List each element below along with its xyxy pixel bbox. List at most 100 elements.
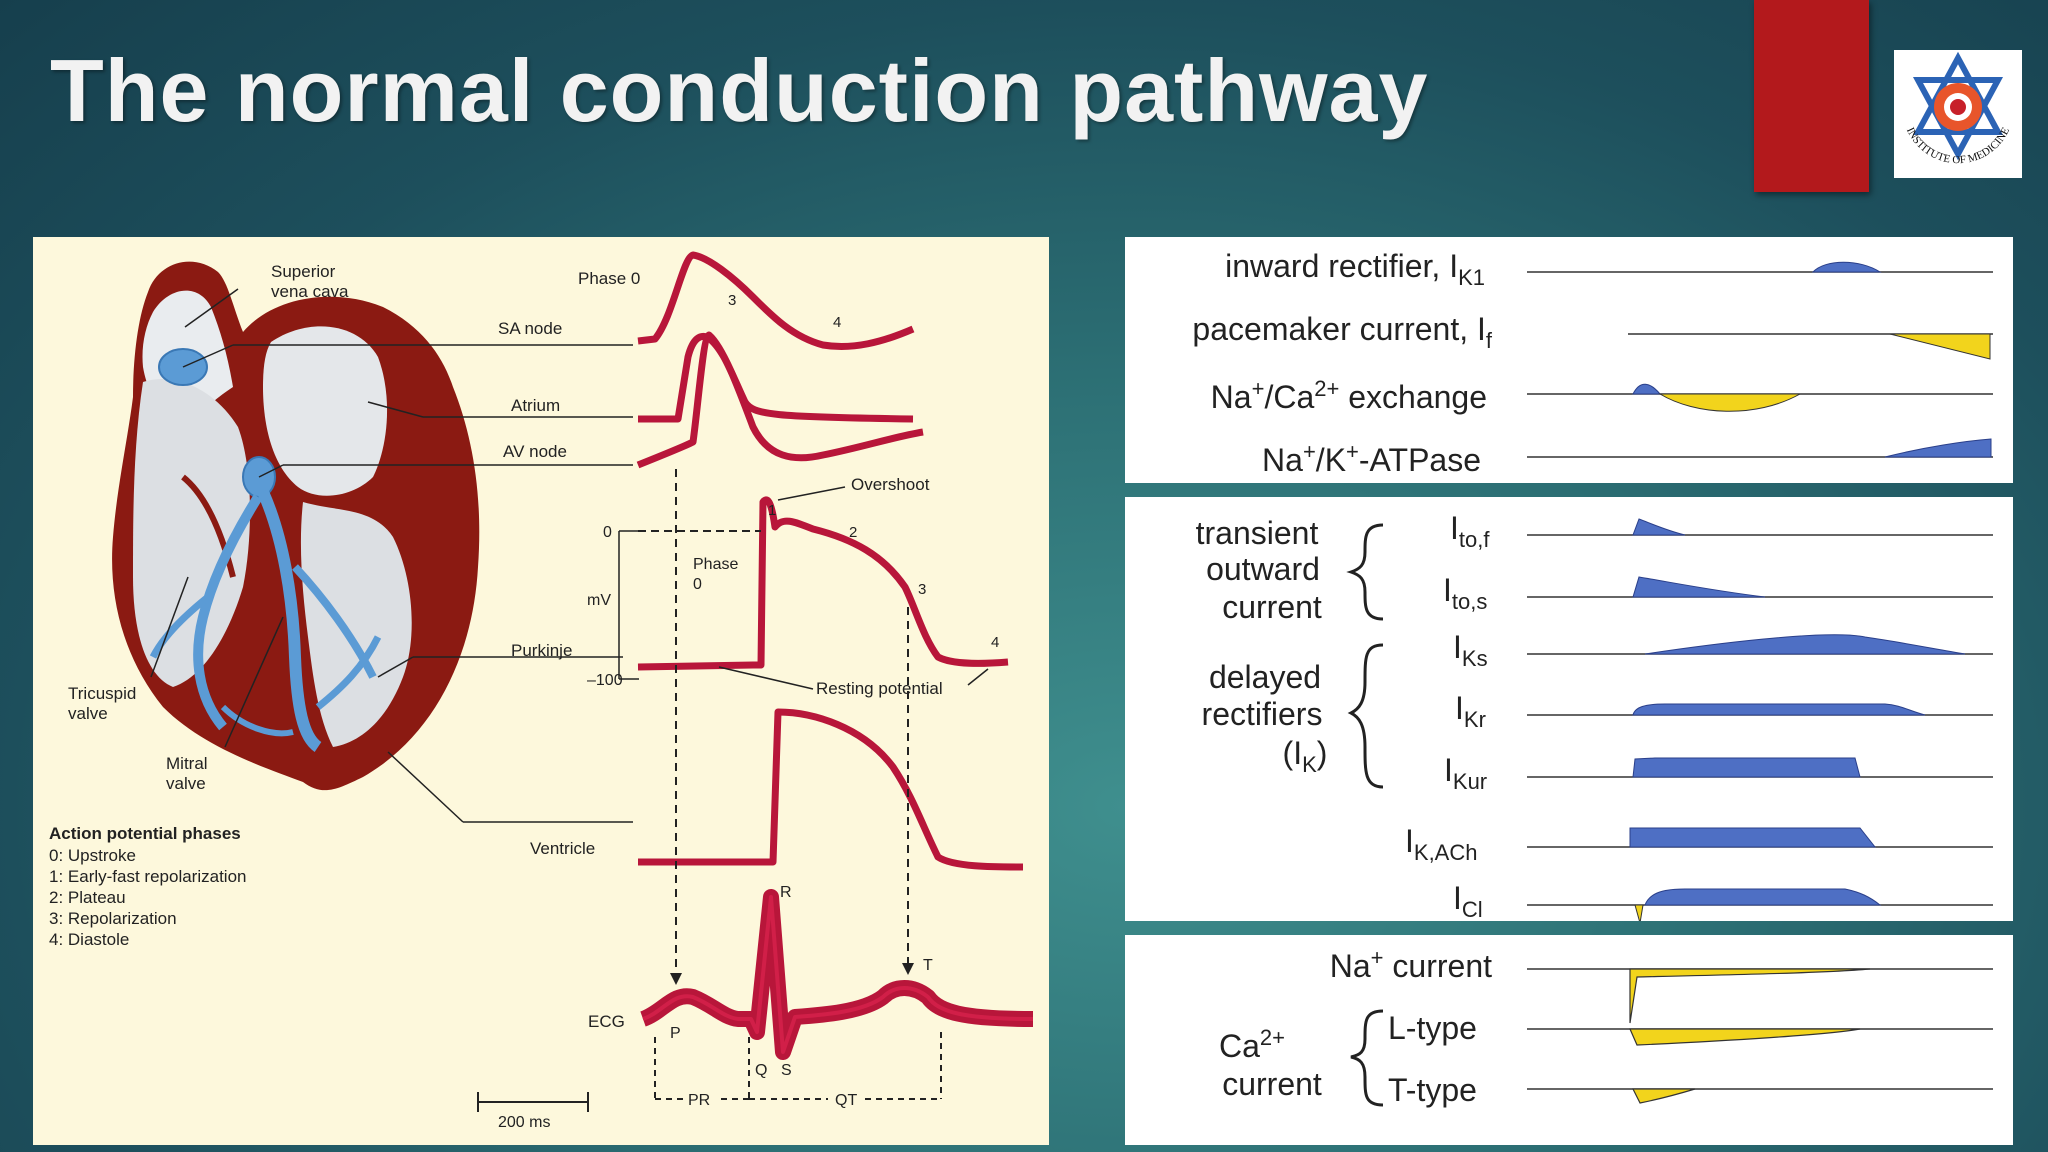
label-ikach: IK,ACh: [1405, 823, 1477, 865]
ito-s-waveform: [1632, 576, 1766, 598]
ikr-waveform: [1632, 703, 1926, 716]
l-type-waveform: [1629, 1028, 1861, 1046]
label-av-node: AV node: [503, 442, 567, 461]
legend-item-4: 4: Diastole: [49, 930, 129, 949]
nak-waveform: [1884, 438, 1992, 458]
label-l-type: L-type: [1388, 1010, 1477, 1046]
label-ca-current-1: Ca2+: [1219, 1025, 1285, 1064]
legend-item-2: 2: Plateau: [49, 888, 126, 907]
label-ecg: ECG: [588, 1012, 625, 1031]
ventricle-trace: [638, 708, 1024, 871]
red-accent-tab: [1754, 0, 1869, 192]
label-ncx: Na+/Ca2+ exchange: [1211, 376, 1487, 415]
label-minus-100: –100: [587, 672, 623, 689]
legend-item-1: 1: Early-fast repolarization: [49, 867, 246, 886]
label-transient-3: current: [1222, 589, 1322, 625]
icl-waveform: [1644, 888, 1882, 906]
label-sa-phase-3: 3: [728, 292, 736, 309]
label-phase-1: 1: [768, 502, 776, 519]
na-current-waveform: [1629, 968, 1871, 1024]
label-phase-4: 4: [991, 634, 999, 651]
slide-title: The normal conduction pathway: [50, 41, 1429, 140]
label-na-current: Na+ current: [1330, 945, 1492, 984]
label-ca-current-2: current: [1222, 1066, 1322, 1102]
label-0mv: 0: [603, 524, 612, 541]
ikach-waveform: [1629, 827, 1877, 848]
label-ikur: IKur: [1444, 752, 1487, 794]
currents-panel-inward: Na+ current Ca2+ current L-type T-type: [1125, 935, 2013, 1145]
ik1-waveform: [1811, 261, 1882, 273]
label-phase-3: 3: [918, 581, 926, 598]
label-transient-2: outward: [1206, 551, 1320, 587]
label-resting-potential: Resting potential: [816, 679, 943, 698]
heart-illustration: [112, 261, 480, 791]
ikur-waveform: [1632, 757, 1861, 778]
label-ecg-s: S: [781, 1062, 792, 1079]
label-ito-s: Ito,s: [1443, 572, 1487, 614]
label-ecg-t: T: [923, 957, 933, 974]
label-phase-2: 2: [849, 524, 857, 541]
iks-waveform: [1644, 634, 1966, 655]
label-if: pacemaker current, If: [1192, 311, 1492, 353]
label-sa-node: SA node: [498, 319, 562, 338]
resting-leader-b: [967, 668, 989, 686]
heart-leader-lines: [150, 288, 633, 823]
label-atrium: Atrium: [511, 396, 560, 415]
brace-calcium: [1350, 1009, 1384, 1107]
currents-panel-potassium: transient outward current delayed rectif…: [1125, 497, 2013, 921]
label-delayed-2: rectifiers: [1202, 696, 1323, 732]
label-purkinje: Purkinje: [511, 641, 572, 660]
label-ik1: inward rectifier, IK1: [1225, 248, 1485, 290]
overshoot-leader: [777, 486, 846, 501]
label-pr: PR: [688, 1092, 710, 1109]
label-qt: QT: [835, 1092, 857, 1109]
label-phase-0: Phase 0: [578, 269, 640, 288]
action-potential-traces: [636, 251, 1024, 871]
if-waveform: [1889, 333, 1991, 360]
currents-panel-background: inward rectifier, IK1 pacemaker current,…: [1125, 237, 2013, 483]
av-node-trace: [636, 331, 924, 469]
arrowhead-p: [670, 973, 682, 985]
label-nak: Na+/K+-ATPase: [1262, 439, 1481, 478]
label-ventricle: Ventricle: [530, 839, 595, 858]
label-transient-1: transient: [1196, 515, 1319, 551]
sa-node-trace: [637, 251, 915, 351]
label-overshoot: Overshoot: [851, 475, 930, 494]
resting-leader-a: [718, 666, 814, 690]
legend-title: Action potential phases: [49, 824, 241, 843]
ncx-inward-waveform: [1658, 393, 1802, 412]
label-t-type: T-type: [1388, 1072, 1477, 1108]
t-type-waveform: [1632, 1088, 1696, 1104]
legend-item-3: 3: Repolarization: [49, 909, 177, 928]
mv-bracket: [618, 530, 639, 680]
legend-item-0: 0: Upstroke: [49, 846, 136, 865]
brace-transient: [1346, 523, 1384, 621]
label-iks: IKs: [1453, 629, 1488, 671]
label-ito-f: Ito,f: [1450, 510, 1490, 552]
label-delayed-1: delayed: [1209, 659, 1321, 695]
arrowhead-t: [902, 963, 914, 975]
label-sa-phase-4: 4: [833, 314, 841, 331]
label-scale-200ms: 200 ms: [498, 1114, 550, 1131]
label-ecg-q: Q: [755, 1062, 767, 1079]
timing-arrows: [675, 469, 909, 977]
label-mv: mV: [587, 592, 611, 609]
label-delayed-3: (IK): [1283, 735, 1328, 777]
ito-f-waveform: [1632, 518, 1686, 536]
institute-logo-icon: INSTITUTE OF MEDICINE: [1904, 51, 2012, 166]
institute-logo: INSTITUTE OF MEDICINE: [1894, 50, 2022, 178]
label-ecg-p: P: [670, 1025, 681, 1042]
scale-bar: [477, 1092, 589, 1112]
brace-delayed: [1347, 643, 1384, 789]
purkinje-trace: [637, 496, 1009, 671]
ecg-trace-line: [642, 895, 1034, 1054]
interval-brackets: [654, 1032, 942, 1100]
label-ikr: IKr: [1455, 690, 1486, 732]
label-ecg-r: R: [780, 884, 792, 901]
label-icl: ICl: [1453, 880, 1483, 921]
